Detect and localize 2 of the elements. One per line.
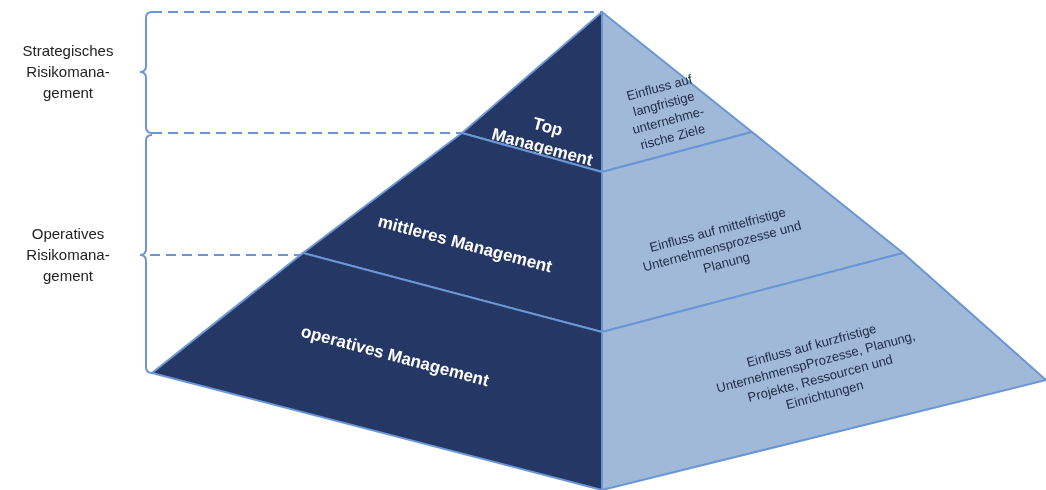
bracket-label: Strategisches Risikomana- gement	[21, 41, 115, 103]
bracket-label: Operatives Risikomana- gement	[25, 224, 111, 286]
